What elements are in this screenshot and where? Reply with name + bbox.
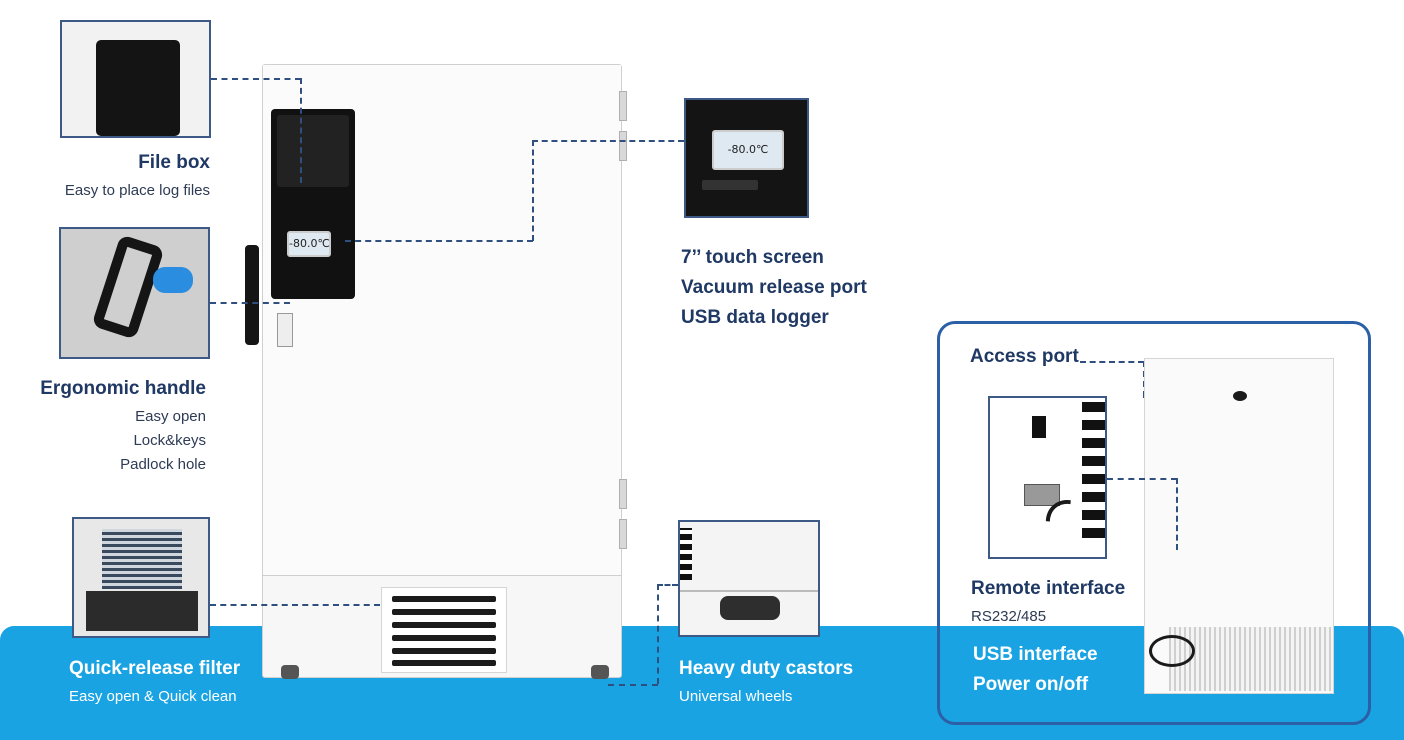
rear-grille [1169, 627, 1333, 691]
usb-interface-label: USB interface [973, 644, 1098, 665]
hinge [619, 479, 627, 509]
filter-vent [381, 587, 507, 673]
filter-subtitle: Easy open & Quick clean [69, 688, 237, 705]
rear-view-frame [937, 321, 1371, 725]
remote-interface-photo [988, 396, 1107, 559]
file-box-title: File box [138, 152, 210, 173]
handle-line-3: Padlock hole [120, 456, 206, 473]
filter-title: Quick-release filter [69, 658, 241, 679]
touch-screen: -80.0℃ [287, 231, 331, 257]
handle-line-2: Lock&keys [133, 432, 206, 449]
handle-title: Ergonomic handle [40, 378, 206, 399]
door-handle [245, 245, 259, 345]
file-box-pocket [277, 115, 349, 187]
remote-interface-title: Remote interface [971, 578, 1126, 599]
file-box-photo [60, 20, 211, 138]
castors-photo [678, 520, 820, 637]
hinge [619, 131, 627, 161]
access-port-icon [1233, 391, 1247, 401]
freezer-front-view: -80.0℃ [245, 64, 627, 679]
file-box-subtitle: Easy to place log files [64, 182, 210, 199]
hinge [619, 91, 627, 121]
castor-wheel [281, 665, 299, 679]
access-port-label: Access port [970, 346, 1079, 367]
freezer-rear-view [1144, 358, 1334, 694]
castors-subtitle: Universal wheels [679, 688, 793, 705]
remote-interface-subtitle: RS232/485 [971, 608, 1047, 625]
filter-photo [72, 517, 210, 638]
castors-title: Heavy duty castors [679, 658, 854, 679]
screen-line-2: Vacuum release port [681, 277, 867, 298]
handle-photo [59, 227, 210, 359]
handle-line-1: Easy open [135, 408, 206, 425]
warning-label-icon [277, 313, 293, 347]
power-cable [1149, 635, 1195, 667]
screen-line-1: 7’’ touch screen [681, 247, 824, 268]
touch-screen-closeup: -80.0℃ [712, 130, 784, 170]
screen-line-3: USB data logger [681, 307, 829, 328]
hinge [619, 519, 627, 549]
castor-wheel [591, 665, 609, 679]
touch-screen-photo: -80.0℃ [684, 98, 809, 218]
power-label: Power on/off [973, 674, 1089, 695]
